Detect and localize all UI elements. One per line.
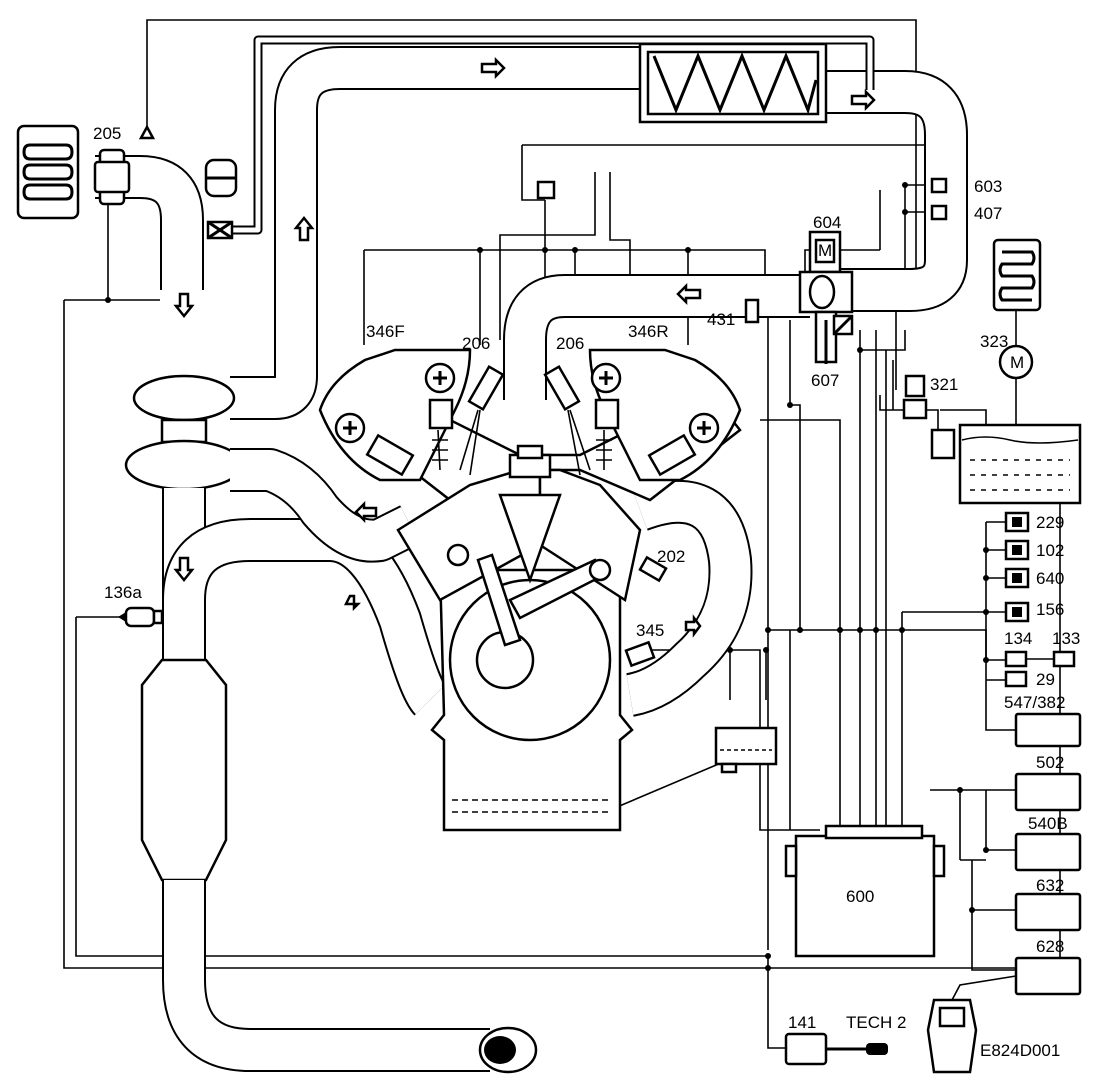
connector-134 <box>1004 650 1028 668</box>
svg-text:M: M <box>1010 353 1024 372</box>
label-tech2: TECH 2 <box>846 1013 906 1032</box>
oxygen-sensor-136a <box>118 606 164 628</box>
label-136a: 136a <box>104 583 142 602</box>
label-628: 628 <box>1036 937 1064 956</box>
crank-sensor-345 <box>624 640 656 668</box>
label-431: 431 <box>707 310 735 329</box>
label-205: 205 <box>93 124 121 143</box>
label-141: 141 <box>788 1013 816 1032</box>
label-547-382: 547/382 <box>1004 693 1065 712</box>
fuel-pump-323: M <box>998 344 1034 380</box>
label-206-left: 206 <box>462 334 490 353</box>
fuel-injector-206-right <box>543 364 591 476</box>
right-cylinder-bank <box>588 348 742 482</box>
switch-156 <box>1004 601 1030 623</box>
connector-133 <box>1052 650 1076 668</box>
module-502 <box>1014 772 1082 812</box>
evap-valve-321 <box>902 374 956 460</box>
label-102: 102 <box>1036 541 1064 560</box>
knock-sensor-202 <box>638 555 668 583</box>
module-628 <box>1014 956 1082 996</box>
engine-block <box>358 378 742 832</box>
pressure-sensor-431 <box>744 298 760 324</box>
label-133: 133 <box>1052 629 1080 648</box>
label-156: 156 <box>1036 600 1064 619</box>
label-206-right: 206 <box>556 334 584 353</box>
label-640: 640 <box>1036 569 1064 588</box>
exhaust-system <box>140 448 753 1074</box>
tech2-scan-tool <box>926 975 1017 1074</box>
label-321: 321 <box>930 375 958 394</box>
relay-29 <box>1004 670 1028 688</box>
sensor-603 <box>930 177 948 194</box>
switch-229 <box>1004 511 1030 533</box>
module-547-382 <box>1014 712 1082 748</box>
intake-pipes <box>95 46 968 420</box>
label-407: 407 <box>974 204 1002 223</box>
label-346F: 346F <box>366 322 405 341</box>
label-29: 29 <box>1036 670 1055 689</box>
component-labels: 205 603 407 604 346F 206 206 346R 431 32… <box>93 124 1080 1060</box>
label-345: 345 <box>636 621 664 640</box>
label-202: 202 <box>657 547 685 566</box>
switch-640 <box>1004 567 1030 589</box>
manifold-sensor <box>536 180 556 200</box>
module-540B <box>1014 832 1082 872</box>
air-filter <box>16 124 80 220</box>
airflow-sensor-205 <box>93 148 131 206</box>
label-134: 134 <box>1004 629 1032 648</box>
switch-102 <box>1004 539 1030 561</box>
fuel-tank <box>958 423 1082 505</box>
sensor-407 <box>930 204 948 221</box>
label-604: 604 <box>813 213 841 232</box>
bypass-hose <box>225 35 875 235</box>
label-502: 502 <box>1036 753 1064 772</box>
label-603: 603 <box>974 177 1002 196</box>
intercooler <box>638 42 828 124</box>
label-607: 607 <box>811 371 839 390</box>
label-323: 323 <box>980 332 1008 351</box>
fuel-injector-206-left <box>459 364 505 476</box>
diagnostic-connector-141 <box>784 1032 888 1066</box>
engine-control-unit-600 <box>784 824 946 958</box>
crankcase-ventilation-tank <box>714 726 778 774</box>
vent-arrow-icon <box>138 124 156 140</box>
label-540B: 540B <box>1028 814 1068 833</box>
flow-arrows <box>173 56 876 638</box>
label-346R: 346R <box>628 322 669 341</box>
module-632 <box>1014 892 1082 932</box>
left-cylinder-bank <box>318 348 472 482</box>
throttle-body: M <box>798 230 854 364</box>
label-figure-code: E824D001 <box>980 1041 1060 1060</box>
label-632: 632 <box>1036 876 1064 895</box>
svg-text:M: M <box>818 241 832 260</box>
label-229: 229 <box>1036 513 1064 532</box>
fuel-cooler <box>992 238 1042 312</box>
bypass-valve <box>204 158 238 240</box>
turbocharger <box>124 374 244 491</box>
label-600: 600 <box>846 887 874 906</box>
